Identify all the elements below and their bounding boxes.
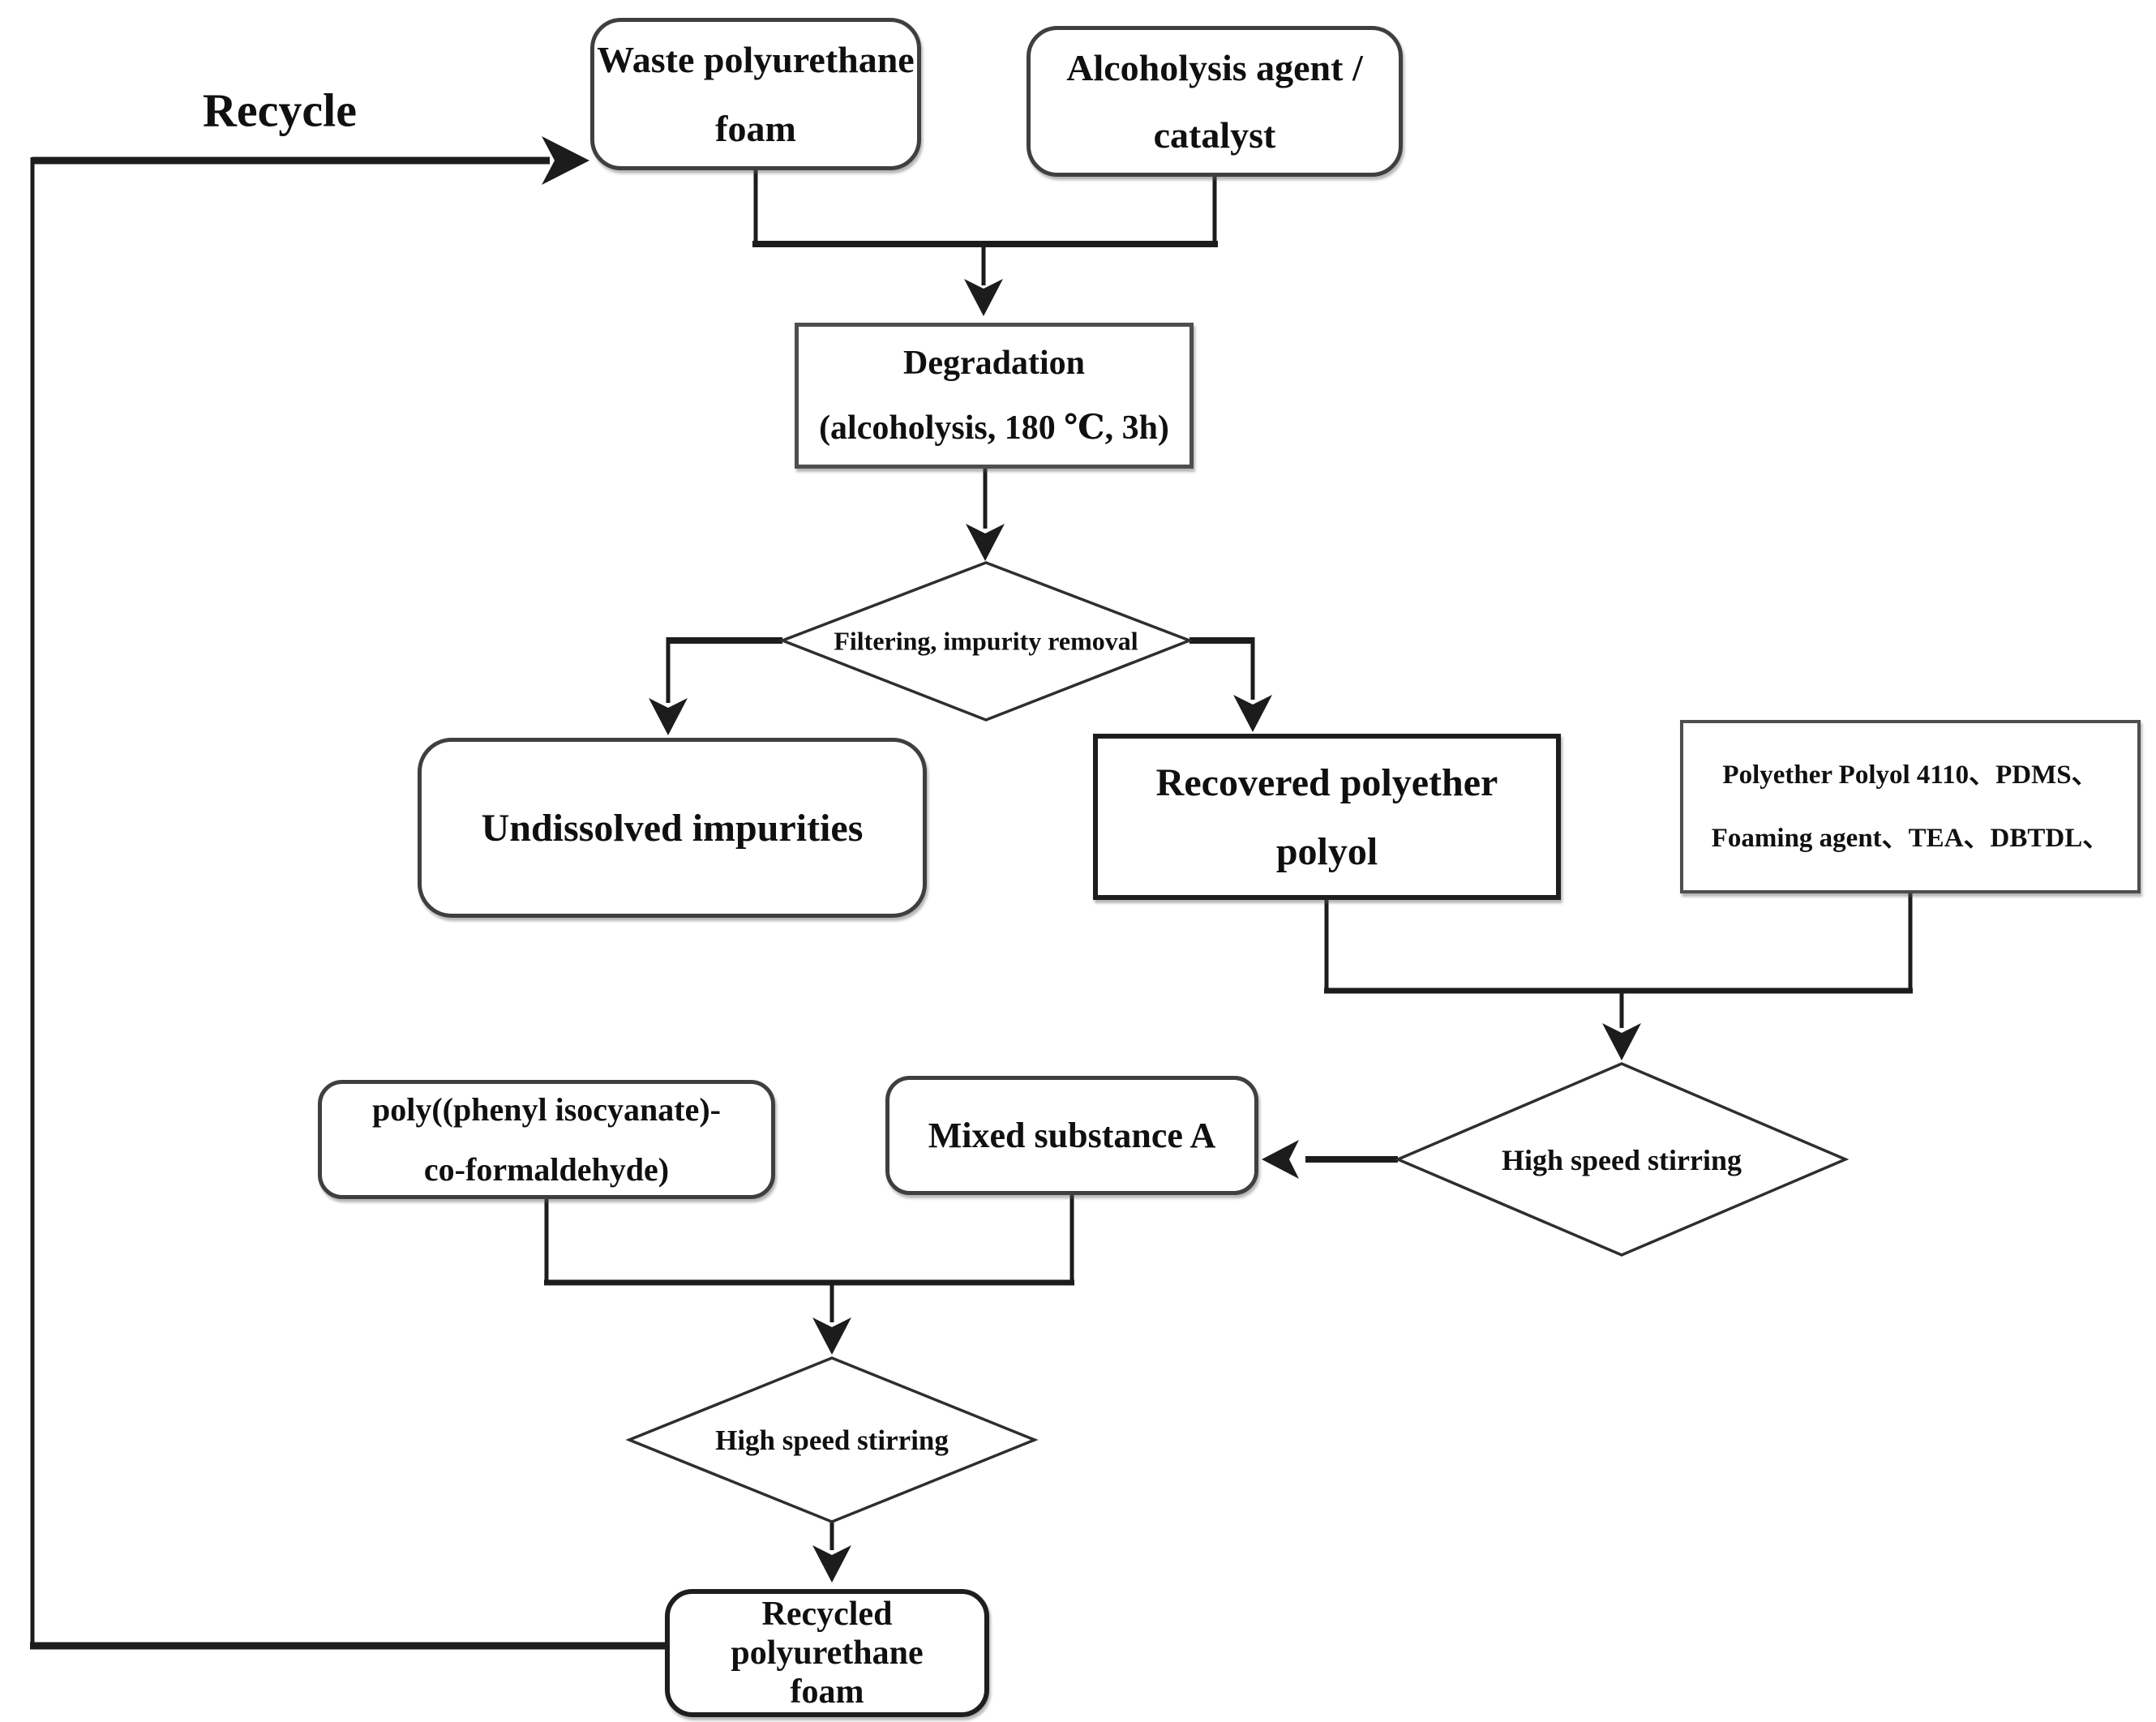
diamond-label-stirring-right: High speed stirring <box>1501 1144 1742 1176</box>
node-line: poly((phenyl isocyanate)- <box>372 1090 721 1128</box>
node-line: catalyst <box>1153 114 1276 156</box>
node-pmdi: poly((phenyl isocyanate)- co-formaldehyd… <box>318 1080 775 1199</box>
arrowhead-into-stirring-right <box>1602 1023 1641 1060</box>
node-line: Undissolved impurities <box>481 806 864 850</box>
node-line: Recovered polyether <box>1155 760 1498 804</box>
arrowhead-into-stirring-bottom <box>812 1317 851 1355</box>
node-foaming-reagents: Polyether Polyol 4110、PDMS、 Foaming agen… <box>1680 720 2141 893</box>
node-line: co-formaldehyde) <box>423 1150 670 1188</box>
arrowhead-into-degradation <box>964 279 1003 316</box>
node-line: Alcoholysis agent / <box>1066 47 1363 88</box>
arrowhead-into-recovered <box>1233 695 1272 732</box>
diamond-stirring-bottom <box>625 1356 1039 1523</box>
node-recovered-polyether-polyol: Recovered polyether polyol <box>1093 734 1561 900</box>
node-line: foam <box>715 108 796 149</box>
arrowhead-into-undissolved <box>649 698 688 735</box>
node-line: polyol <box>1275 829 1378 873</box>
arrowhead-into-mixed <box>1262 1140 1299 1179</box>
node-line: (alcoholysis, 180 ℃, 3h) <box>819 409 1169 447</box>
node-recycled-polyurethane-foam: Recycled polyurethane foam <box>665 1589 989 1717</box>
node-line: Waste polyurethane <box>597 39 915 80</box>
node-line: Recycled <box>761 1596 893 1633</box>
node-mixed-substance-a: Mixed substance A <box>885 1076 1258 1195</box>
node-line: polyurethane <box>731 1634 924 1672</box>
arrowhead-into-recycled <box>812 1545 851 1583</box>
recycle-label: Recycle <box>203 84 357 137</box>
node-undissolved-impurities: Undissolved impurities <box>418 738 927 918</box>
arrowhead-into-filtering <box>966 524 1005 561</box>
node-alcoholysis-agent-catalyst: Alcoholysis agent / catalyst <box>1027 26 1403 177</box>
node-line: Polyether Polyol 4110、PDMS、 <box>1722 760 2098 790</box>
diamond-stirring-right <box>1394 1062 1850 1257</box>
node-line: foam <box>790 1673 864 1711</box>
node-degradation: Degradation (alcoholysis, 180 ℃, 3h) <box>795 323 1194 469</box>
arrowhead-into-waste-box <box>542 136 589 185</box>
node-line: Mixed substance A <box>928 1116 1216 1155</box>
diamond-label-filtering: Filtering, impurity removal <box>834 626 1138 656</box>
node-line: Foaming agent、TEA、DBTDL、 <box>1711 824 2110 853</box>
node-line: Degradation <box>903 345 1085 382</box>
diamond-label-stirring-bottom: High speed stirring <box>715 1424 949 1456</box>
diamond-filtering <box>778 561 1194 722</box>
node-waste-polyurethane-foam: Waste polyurethane foam <box>590 18 921 170</box>
